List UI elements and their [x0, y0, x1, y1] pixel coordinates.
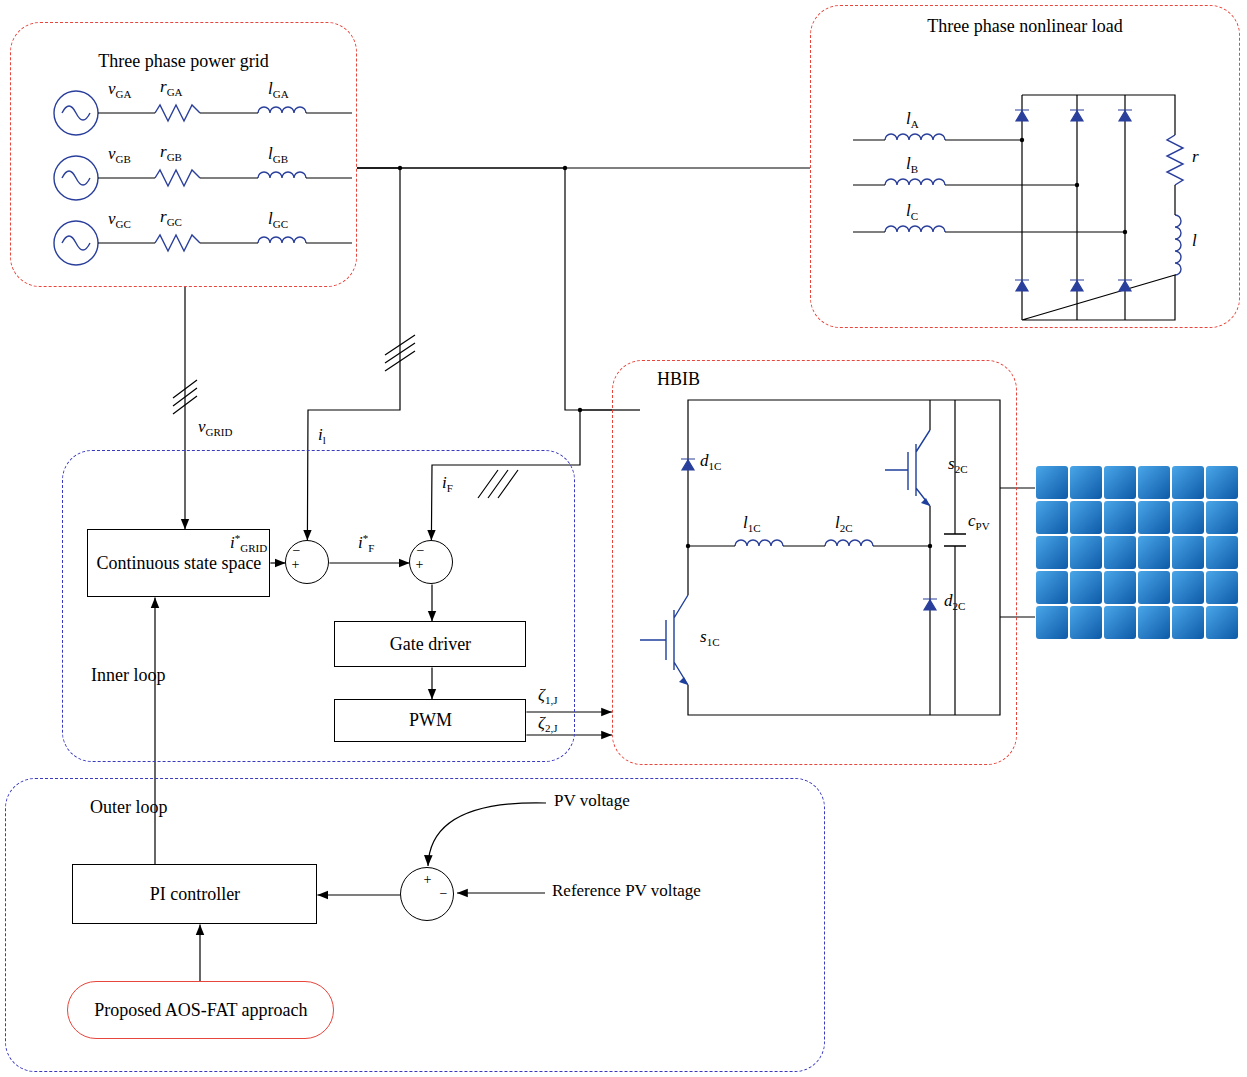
connector: [526, 711, 612, 712]
component-label: lGB: [268, 145, 288, 165]
region-outline: HBIB: [612, 360, 1017, 765]
component-label: rGB: [160, 143, 182, 163]
sign-label: +: [291, 558, 299, 572]
box-label: Proposed AOS-FAT approach: [94, 1000, 307, 1022]
signal-label: i*GRID: [228, 532, 269, 554]
box-label: PI controller: [150, 884, 240, 906]
component-label: lA: [906, 110, 919, 130]
summing-junction: −+: [409, 540, 453, 584]
connector: [154, 597, 155, 864]
switch-gaps: [680, 430, 938, 685]
connector: [431, 584, 432, 621]
region-title: HBIB: [657, 369, 700, 390]
transistor-arrows: [679, 498, 930, 685]
connector: [329, 562, 409, 563]
three-phase-marks: [173, 335, 518, 498]
component-label: lB: [906, 155, 918, 175]
connector: [526, 734, 612, 735]
connector: [307, 168, 400, 540]
sign-label: −: [439, 887, 447, 901]
component-label: vGC: [108, 210, 131, 230]
region-outline: Three phase power grid: [10, 22, 357, 287]
connector: [431, 667, 432, 699]
junction-dots: [398, 138, 1127, 548]
component-label: d2C: [944, 592, 965, 612]
connector: [431, 410, 612, 540]
component-label: cPV: [968, 512, 990, 532]
process-box: PWM: [334, 699, 526, 742]
process-box: Gate driver: [334, 621, 526, 667]
component-label: l1C: [743, 514, 761, 534]
component-label: l2C: [835, 514, 853, 534]
component-label: vGB: [108, 145, 131, 165]
transistor-symbols: [640, 430, 930, 685]
process-box: PI controller: [72, 864, 317, 924]
connector: [317, 894, 400, 895]
component-label: r: [1192, 148, 1199, 167]
region-title: Outer loop: [90, 797, 167, 818]
connector: [270, 562, 285, 563]
component-label: lC: [906, 202, 918, 222]
component-label: l: [1192, 232, 1197, 251]
region-title: Three phase nonlinear load: [811, 16, 1239, 37]
summing-junction: −+: [285, 540, 329, 584]
signal-label: i*F: [356, 532, 376, 554]
box-label: PWM: [409, 710, 452, 732]
component-label: d1C: [700, 452, 721, 472]
component-label: vGA: [108, 80, 131, 100]
connector: [357, 168, 612, 410]
region-outline: Three phase nonlinear load: [810, 5, 1240, 328]
connector: [184, 287, 185, 529]
region-title: Three phase power grid: [11, 51, 356, 72]
input-label: PV voltage: [554, 792, 630, 811]
signal-label: il: [316, 426, 328, 446]
component-label: s1C: [700, 628, 719, 648]
wires: [98, 95, 1175, 715]
sign-label: +: [415, 558, 423, 572]
process-box: Proposed AOS-FAT approach: [67, 981, 334, 1039]
component-label: rGA: [160, 78, 183, 98]
component-label: lGC: [268, 210, 288, 230]
grid-components: [54, 91, 1183, 546]
sign-label: −: [292, 544, 300, 558]
region-outline: Inner loopContinuous state space−+−+Gate…: [62, 450, 575, 762]
sign-label: −: [416, 544, 424, 558]
box-label: Gate driver: [390, 634, 471, 656]
summing-junction: +−: [400, 867, 454, 921]
pv-panel: [1035, 465, 1240, 640]
component-label: rGC: [160, 208, 182, 228]
box-label: Continuous state space: [96, 553, 261, 575]
signal-label: ζ1,J: [536, 686, 559, 706]
connector: [199, 924, 200, 981]
sign-label: +: [423, 873, 431, 887]
input-label: Reference PV voltage: [552, 882, 701, 901]
region-title: Inner loop: [91, 665, 165, 686]
capacitor-symbol: [944, 534, 966, 546]
component-label: lGA: [268, 80, 289, 100]
signal-label: vGRID: [196, 418, 234, 438]
signal-label: iF: [440, 474, 455, 494]
component-label: s2C: [948, 455, 967, 475]
signal-label: ζ2,J: [536, 714, 559, 734]
region-outline: Outer loop PI controller +− Proposed AOS-FA…: [5, 778, 825, 1072]
